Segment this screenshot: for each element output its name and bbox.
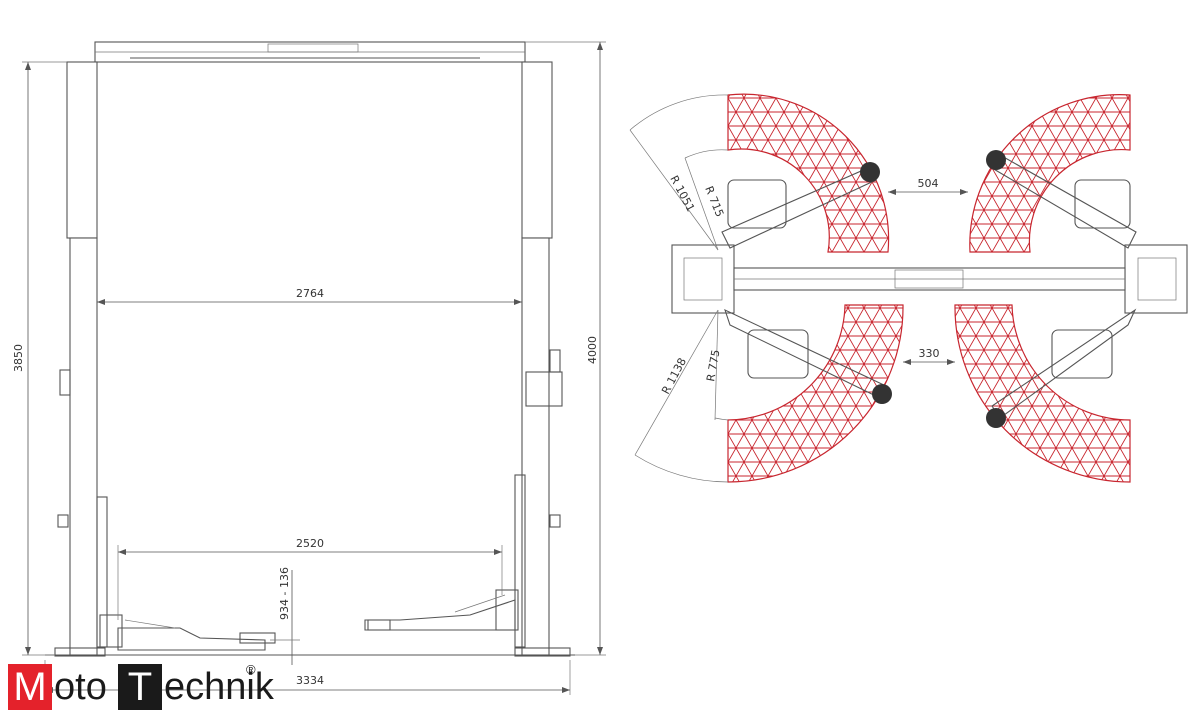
dim-overall-height-label: 4000	[586, 336, 599, 364]
dim-total-width-label: 3334	[296, 674, 324, 687]
dim-rear-gap-label: 330	[919, 347, 940, 360]
right-lift-arm	[364, 589, 519, 631]
dim-front-r-inner: R 715	[702, 184, 726, 219]
arm-rear-left	[724, 308, 892, 404]
logo-word-echnik: echnik	[164, 666, 274, 708]
arm-front-left	[721, 162, 880, 249]
lift-pad-front-left	[860, 162, 880, 182]
dim-pad-height: 934 - 136	[270, 567, 300, 665]
swing-zone-front-left	[727, 93, 890, 253]
left-lift-arm	[99, 614, 276, 651]
swing-zone-rear-left	[727, 304, 904, 483]
swing-zone-front-right	[969, 94, 1131, 253]
logo-letter-t: T	[118, 664, 162, 710]
left-column-upper	[66, 61, 98, 239]
arm-front-right	[986, 150, 1137, 249]
right-post-top	[1124, 244, 1188, 314]
dim-rear-r-inner: R 775	[704, 349, 722, 383]
logo-letter-m: M	[8, 664, 52, 710]
lift-pad-rear-left	[872, 384, 892, 404]
lift-pad-rear-right	[986, 408, 1006, 428]
dim-inner-width-label: 2764	[296, 287, 324, 300]
logo-registered-mark: ®	[246, 662, 256, 677]
dim-column-height: 3850	[12, 61, 67, 656]
dim-pad-height-label: 934 - 136	[278, 567, 291, 620]
dim-front-gap-label: 504	[918, 177, 939, 190]
left-post-top	[671, 244, 735, 314]
mototechnik-logo: M oto T echnik ®	[8, 662, 274, 716]
left-column-lower	[69, 237, 98, 656]
dim-rear-gap: 330	[903, 347, 955, 365]
lift-pad-front-right	[986, 150, 1006, 170]
dim-arm-span-label: 2520	[296, 537, 324, 550]
logo-word-oto: oto	[54, 666, 107, 708]
right-column-upper	[521, 61, 553, 239]
top-view: 504 330 R 1051 R 715 R 1138 R 775	[629, 93, 1188, 483]
dim-rear-r-outer: R 1138	[659, 356, 689, 397]
control-box	[525, 371, 563, 407]
front-view: 2764 2520 934 - 136 3334	[12, 41, 606, 695]
dim-overall-height: 4000	[525, 41, 606, 656]
arm-rear-right	[986, 308, 1137, 428]
dim-column-height-label: 3850	[12, 344, 25, 372]
right-column-lower	[521, 237, 550, 656]
dim-arm-span: 2520	[117, 537, 503, 620]
swing-zone-rear-right	[954, 304, 1131, 483]
dim-front-gap: 504	[888, 177, 968, 195]
dim-inner-width: 2764	[97, 287, 522, 305]
